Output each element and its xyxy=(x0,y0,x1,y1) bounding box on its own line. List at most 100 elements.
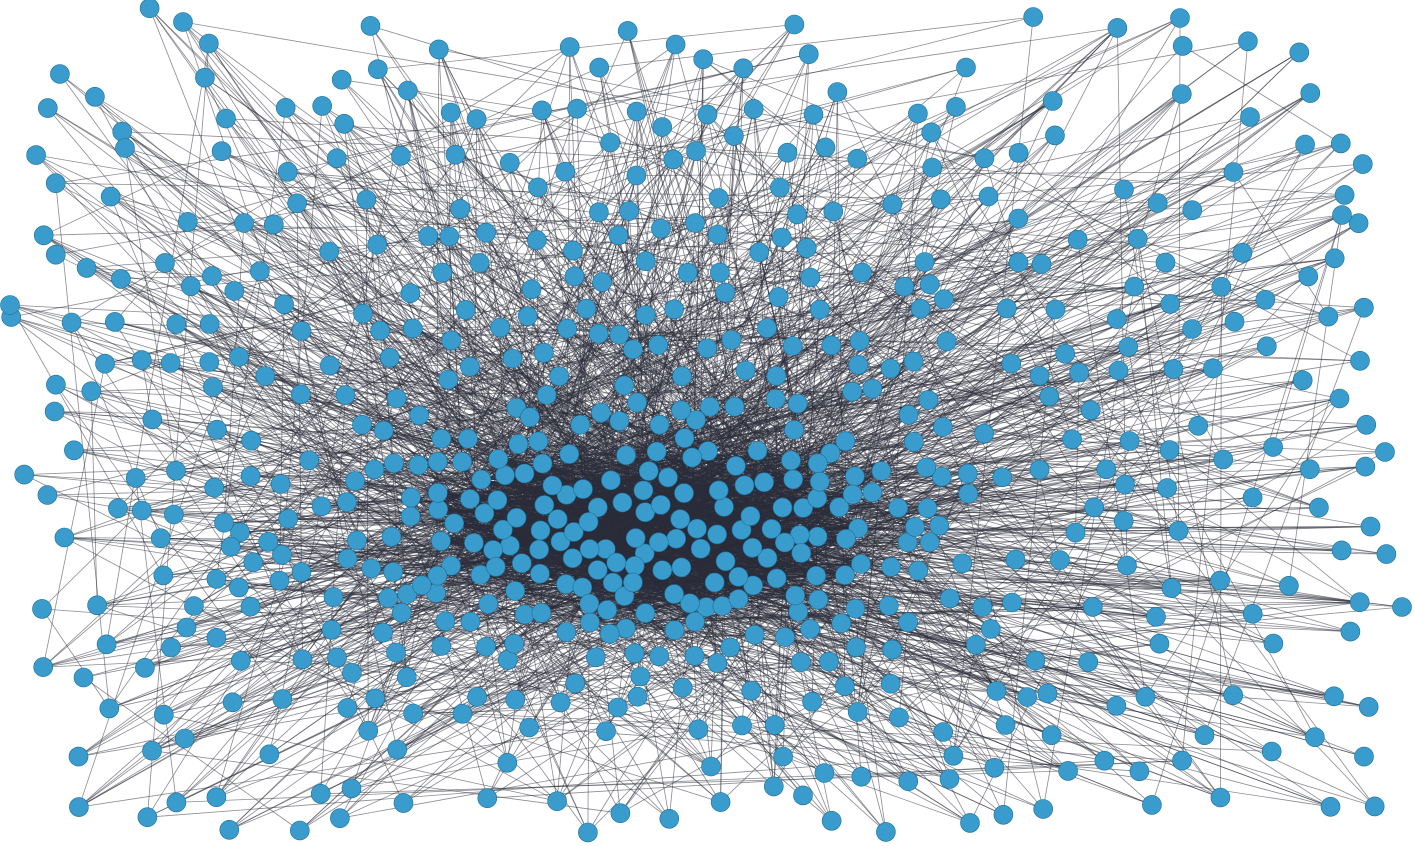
protein-node xyxy=(579,539,600,559)
interaction-edge xyxy=(163,637,217,715)
interaction-edge xyxy=(800,661,1153,806)
node-circle xyxy=(649,646,670,667)
interaction-edge xyxy=(574,17,1181,277)
node-circle xyxy=(579,539,600,559)
protein-node xyxy=(919,532,940,553)
node-circle xyxy=(658,467,678,488)
interaction-edge xyxy=(497,114,814,501)
node-circle xyxy=(721,330,742,350)
protein-node xyxy=(1182,319,1202,339)
node-circle xyxy=(597,600,618,620)
node-circle xyxy=(919,532,940,553)
node-circle xyxy=(206,627,227,648)
protein-node xyxy=(638,461,659,481)
protein-node xyxy=(361,558,382,579)
node-circle xyxy=(599,623,620,644)
node-circle xyxy=(356,189,377,210)
node-circle xyxy=(905,517,925,537)
protein-node xyxy=(783,469,804,490)
protein-node xyxy=(587,560,608,580)
protein-node xyxy=(630,666,651,687)
protein-node xyxy=(585,647,606,668)
node-circle xyxy=(862,482,883,503)
interaction-edge xyxy=(504,457,693,476)
protein-node xyxy=(588,323,609,344)
protein-node xyxy=(396,667,417,688)
protein-node xyxy=(61,312,82,333)
interaction-edge xyxy=(872,451,1386,493)
protein-node xyxy=(460,489,480,509)
interaction-edge xyxy=(598,211,1205,736)
protein-node xyxy=(800,267,821,288)
node-circle xyxy=(396,667,417,688)
node-circle xyxy=(290,384,311,405)
protein-node xyxy=(467,687,487,707)
node-circle xyxy=(241,430,261,451)
protein-node xyxy=(1223,162,1244,182)
protein-node xyxy=(624,556,645,576)
protein-node xyxy=(207,419,227,440)
node-circle xyxy=(685,213,705,233)
interaction-edge xyxy=(91,150,697,392)
interaction-edge xyxy=(370,25,494,551)
protein-node xyxy=(807,488,828,509)
protein-node xyxy=(690,538,711,559)
interaction-edge xyxy=(710,476,943,767)
protein-node xyxy=(458,428,478,449)
node-circle xyxy=(952,553,973,574)
protein-node xyxy=(504,633,524,654)
node-circle xyxy=(559,444,580,464)
protein-node xyxy=(708,480,729,501)
protein-node xyxy=(940,588,960,609)
protein-node xyxy=(323,587,344,607)
node-circle xyxy=(1224,311,1245,332)
protein-node xyxy=(627,392,647,413)
node-circle xyxy=(707,524,727,545)
protein-node xyxy=(728,589,749,609)
node-circle xyxy=(728,566,749,587)
node-circle xyxy=(401,487,421,508)
interaction-edge xyxy=(86,267,212,277)
node-circle xyxy=(666,528,687,549)
interaction-edge xyxy=(537,67,967,188)
protein-node xyxy=(650,495,671,515)
protein-node xyxy=(808,589,829,610)
protein-node xyxy=(747,440,768,461)
protein-node xyxy=(819,651,839,672)
protein-node xyxy=(528,431,549,452)
node-circle xyxy=(638,461,659,481)
protein-node xyxy=(231,650,251,671)
node-circle xyxy=(505,581,526,601)
node-circle xyxy=(1213,449,1233,470)
node-circle xyxy=(972,597,993,617)
node-circle xyxy=(862,378,883,399)
interaction-edge xyxy=(799,209,1193,536)
node-circle xyxy=(592,272,612,292)
node-circle xyxy=(578,512,599,532)
node-circle xyxy=(616,445,636,466)
protein-node xyxy=(685,611,705,632)
node-circle xyxy=(726,456,746,476)
node-circle xyxy=(221,536,241,557)
node-circle xyxy=(532,100,552,121)
protein-node xyxy=(932,417,953,437)
protein-node xyxy=(709,262,730,283)
node-circle xyxy=(787,204,807,225)
protein-node xyxy=(803,104,824,125)
node-circle xyxy=(370,320,390,341)
node-circle xyxy=(627,392,647,413)
interaction-edge xyxy=(719,218,1019,273)
node-circle xyxy=(556,574,576,594)
interaction-edge xyxy=(763,481,1117,707)
protein-node xyxy=(1031,254,1052,274)
node-circle xyxy=(364,459,385,480)
protein-node xyxy=(536,385,557,405)
node-circle xyxy=(783,469,804,490)
protein-node xyxy=(1008,208,1029,229)
protein-node xyxy=(842,484,863,505)
interaction-edge xyxy=(347,707,1183,761)
interaction-edge xyxy=(216,629,332,798)
node-circle xyxy=(908,560,929,581)
interaction-edge xyxy=(297,16,1034,204)
node-circle xyxy=(747,440,768,461)
